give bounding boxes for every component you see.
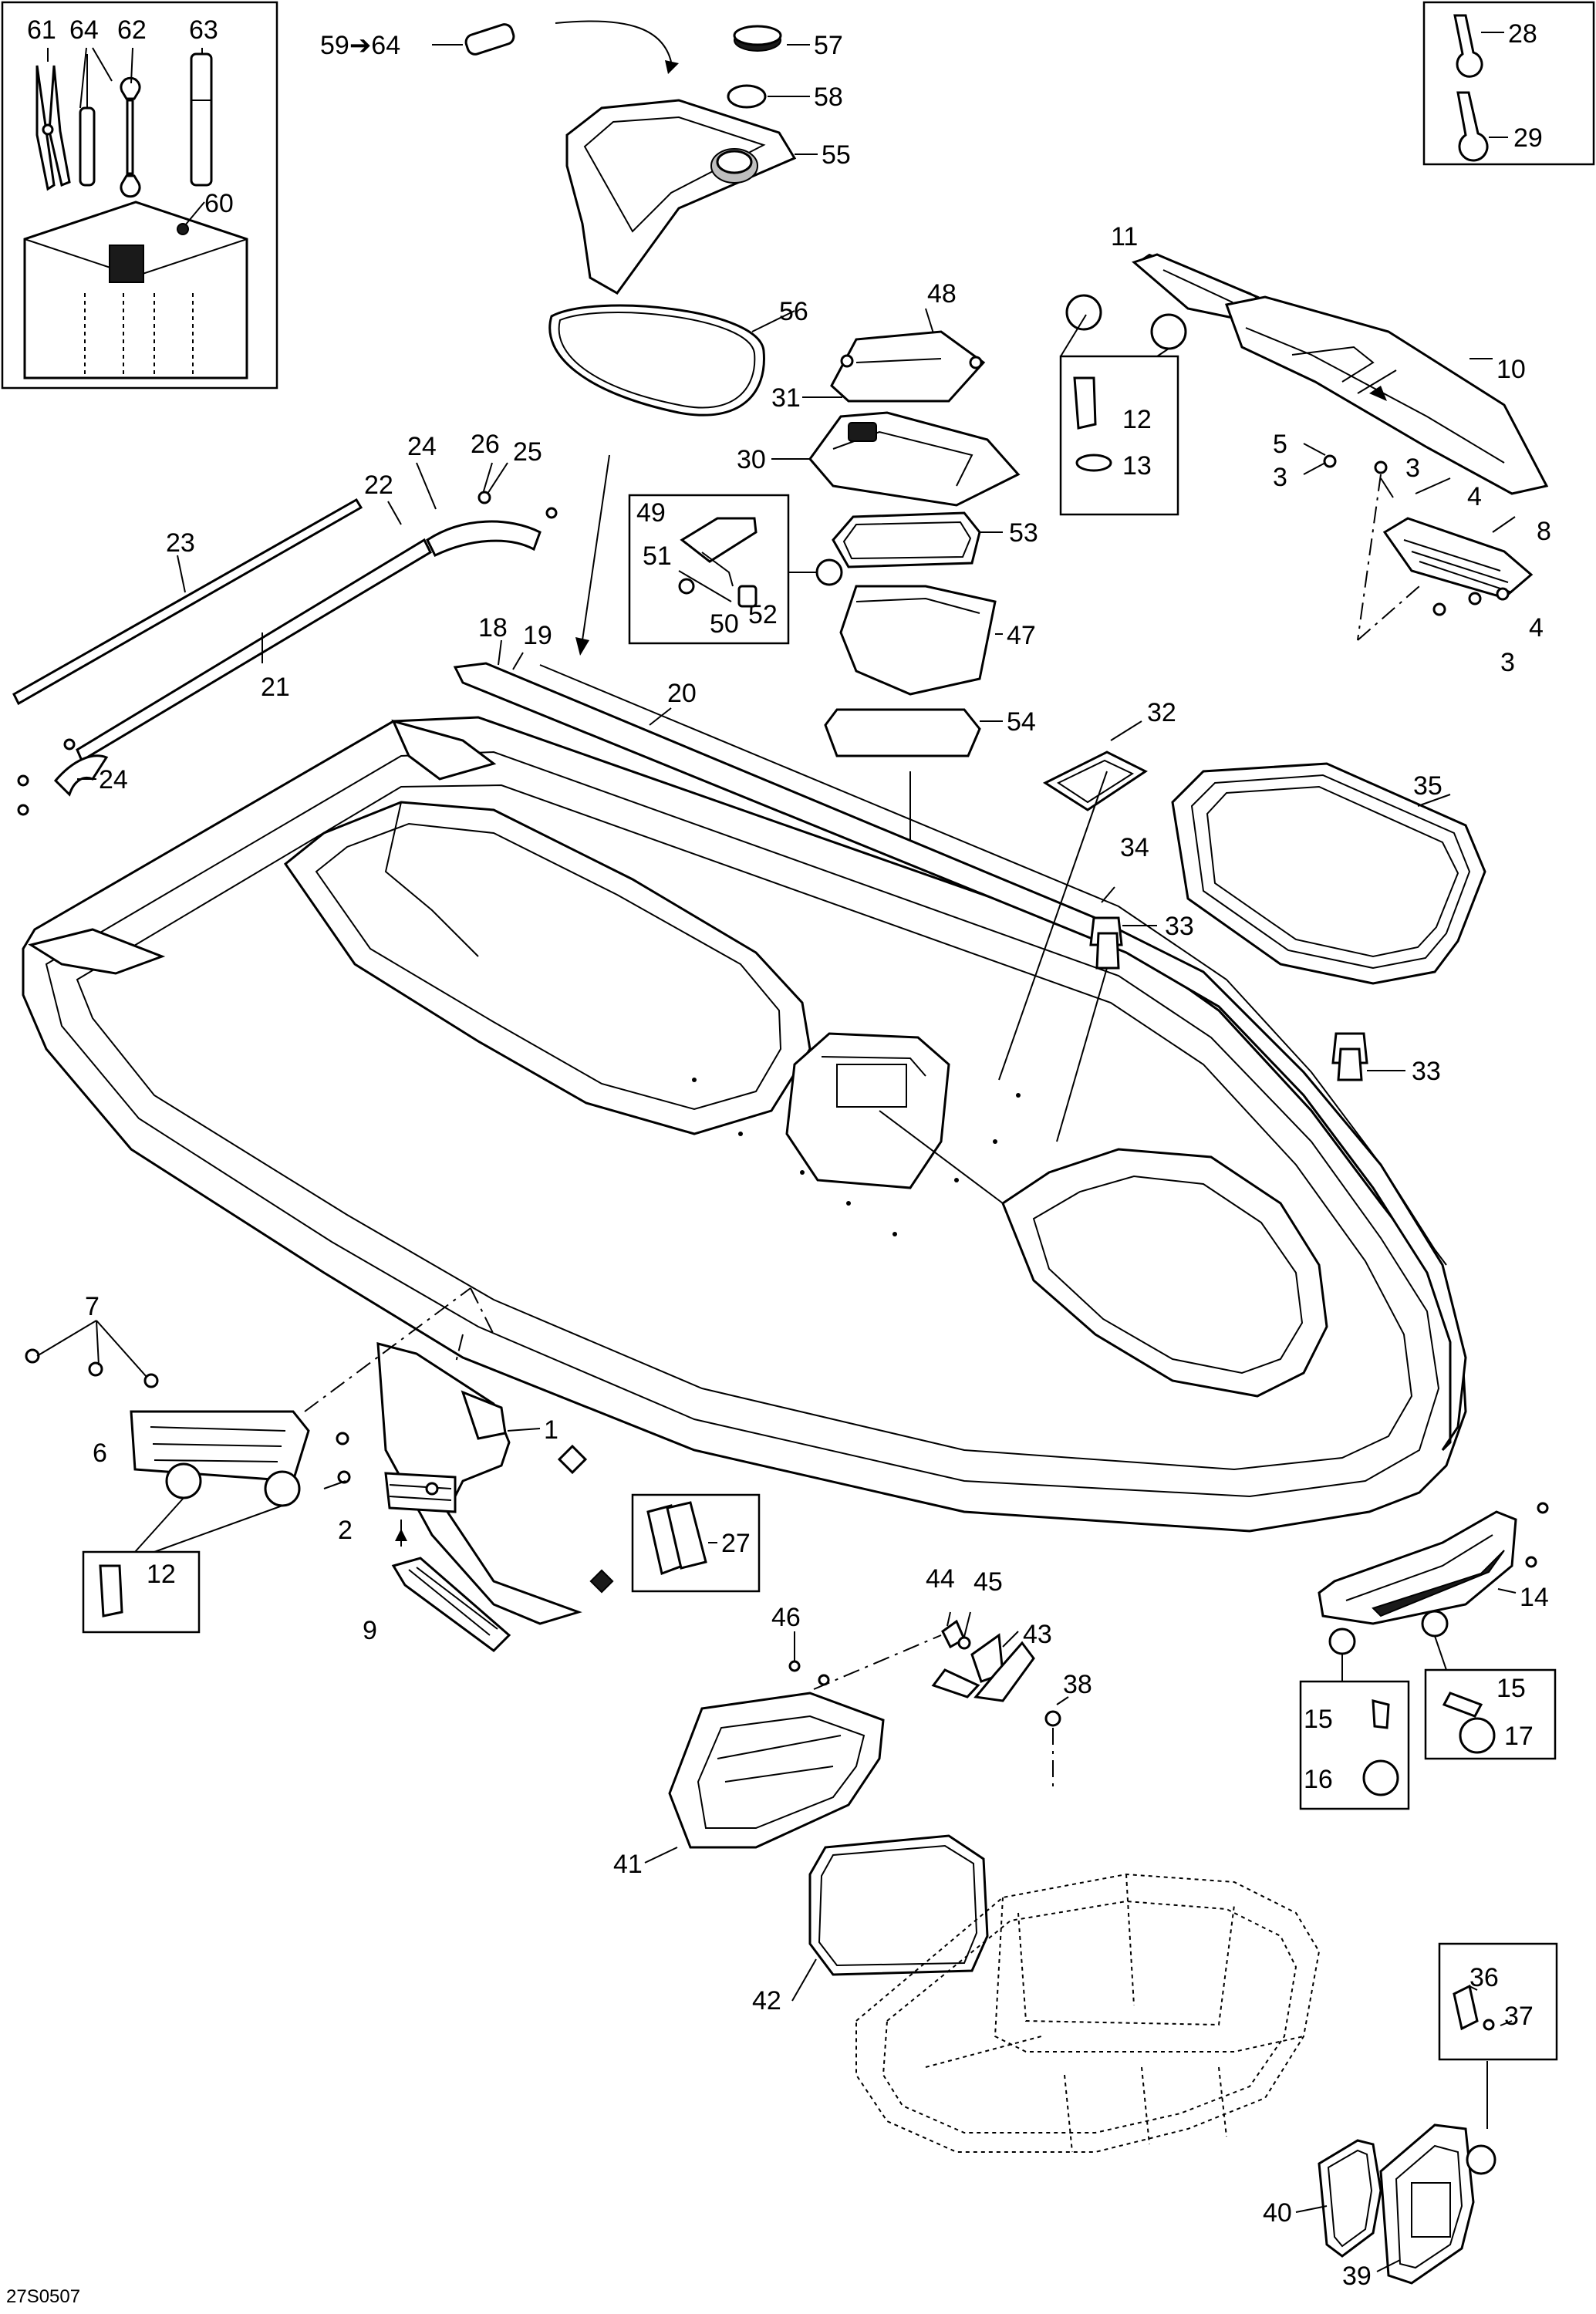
callout-label: 58 bbox=[814, 83, 843, 112]
callout-label: 34 bbox=[1120, 833, 1149, 862]
callout-label: 41 bbox=[613, 1850, 643, 1879]
storage-compartment-group bbox=[628, 308, 1021, 860]
callout-label: 3 bbox=[1405, 454, 1420, 483]
callout-label: 55 bbox=[822, 140, 851, 170]
callout-label: 48 bbox=[927, 279, 957, 309]
callout-label: 49 bbox=[636, 498, 666, 528]
callout-label: 59➔64 bbox=[320, 31, 400, 60]
callout-label: 28 bbox=[1508, 19, 1537, 49]
callout-label: 22 bbox=[364, 471, 393, 500]
rear-bumper-group bbox=[1299, 1502, 1557, 1810]
callout-label: 51 bbox=[643, 541, 672, 571]
callout-label: 7 bbox=[85, 1292, 100, 1321]
callout-label: 25 bbox=[513, 437, 542, 467]
rub-rail-group bbox=[12, 462, 558, 816]
callout-label: 39 bbox=[1342, 2262, 1372, 2291]
callout-label: 36 bbox=[1469, 1963, 1499, 1992]
callout-label: 57 bbox=[814, 31, 843, 60]
callout-label: 10 bbox=[1496, 355, 1526, 384]
callout-label: 2 bbox=[338, 1516, 353, 1545]
callout-label: 54 bbox=[1007, 707, 1036, 737]
callout-labels: 61 64 62 63 60 59➔64 57 58 55 56 28 29 1… bbox=[27, 15, 1551, 2291]
callout-label: 30 bbox=[737, 445, 766, 474]
callout-label: 35 bbox=[1413, 771, 1442, 801]
drain-cover-group bbox=[1295, 1942, 1558, 2285]
callout-label: 38 bbox=[1063, 1670, 1092, 1699]
hull-ghost bbox=[855, 1873, 1321, 2153]
callout-label: 27 bbox=[721, 1529, 751, 1558]
callout-label: 3 bbox=[1500, 648, 1515, 677]
callout-label: 20 bbox=[667, 679, 697, 708]
callout-label: 61 bbox=[27, 15, 56, 45]
clamp-inset bbox=[1422, 1, 1595, 166]
callout-label: 33 bbox=[1412, 1057, 1441, 1086]
callout-label: 42 bbox=[752, 1986, 781, 2015]
hull-insert-inset bbox=[557, 1444, 761, 1594]
callout-label: 4 bbox=[1467, 482, 1482, 511]
callout-label: 31 bbox=[771, 383, 801, 413]
callout-label: 15 bbox=[1304, 1705, 1333, 1734]
callout-label: 40 bbox=[1263, 2198, 1292, 2228]
deck-holes bbox=[692, 1078, 1021, 1236]
callout-label: 37 bbox=[1504, 2002, 1534, 2031]
callout-label: 26 bbox=[471, 430, 500, 459]
callout-label: 64 bbox=[69, 15, 99, 45]
callout-label: 32 bbox=[1147, 698, 1176, 727]
callout-label: 9 bbox=[363, 1616, 377, 1645]
callout-label: 53 bbox=[1009, 518, 1038, 548]
main-deck bbox=[22, 716, 1467, 1533]
front-vent-group bbox=[644, 1611, 1069, 2002]
callout-label: 16 bbox=[1304, 1765, 1333, 1794]
callout-label: 29 bbox=[1513, 123, 1543, 153]
callout-label: 52 bbox=[748, 600, 778, 629]
callout-label: 63 bbox=[189, 15, 218, 45]
callout-label: 3 bbox=[1273, 463, 1287, 492]
callout-label: 24 bbox=[99, 765, 128, 794]
handle-and-rear-group bbox=[1059, 253, 1549, 641]
hatch-group bbox=[998, 720, 1486, 1142]
callout-label: 5 bbox=[1273, 430, 1287, 459]
callout-label: 23 bbox=[166, 528, 195, 558]
callout-label: 24 bbox=[407, 432, 437, 461]
callout-label: 44 bbox=[926, 1564, 955, 1594]
callout-label: 11 bbox=[1111, 222, 1138, 251]
callout-label: 33 bbox=[1165, 912, 1194, 941]
callout-label: 14 bbox=[1520, 1583, 1549, 1612]
callout-label: 12 bbox=[147, 1560, 176, 1589]
callout-label: 17 bbox=[1504, 1722, 1534, 1751]
callout-label: 19 bbox=[523, 621, 552, 650]
callout-label: 12 bbox=[1122, 405, 1152, 434]
side-rail-group bbox=[453, 639, 1467, 1452]
callout-label: 6 bbox=[93, 1439, 107, 1468]
callout-label: 56 bbox=[779, 297, 808, 326]
diagram-code: 27S0507 bbox=[6, 2286, 80, 2307]
callout-label: 43 bbox=[1023, 1620, 1052, 1649]
callout-label: 1 bbox=[544, 1415, 558, 1445]
callout-label: 15 bbox=[1496, 1674, 1526, 1703]
callout-label: 13 bbox=[1122, 451, 1152, 481]
callout-label: 8 bbox=[1537, 517, 1551, 546]
callout-label: 60 bbox=[204, 189, 234, 218]
callout-label: 45 bbox=[973, 1567, 1003, 1597]
callout-label: 4 bbox=[1529, 613, 1544, 643]
callout-label: 62 bbox=[117, 15, 147, 45]
callout-label: 21 bbox=[261, 673, 290, 702]
glove-box-group bbox=[432, 20, 818, 656]
callout-label: 46 bbox=[771, 1603, 801, 1632]
side-panel-group bbox=[25, 1287, 582, 1652]
tool-kit-inset bbox=[1, 1, 278, 390]
callout-label: 47 bbox=[1007, 621, 1036, 650]
callout-label: 50 bbox=[710, 609, 739, 639]
callout-label: 18 bbox=[478, 613, 508, 643]
